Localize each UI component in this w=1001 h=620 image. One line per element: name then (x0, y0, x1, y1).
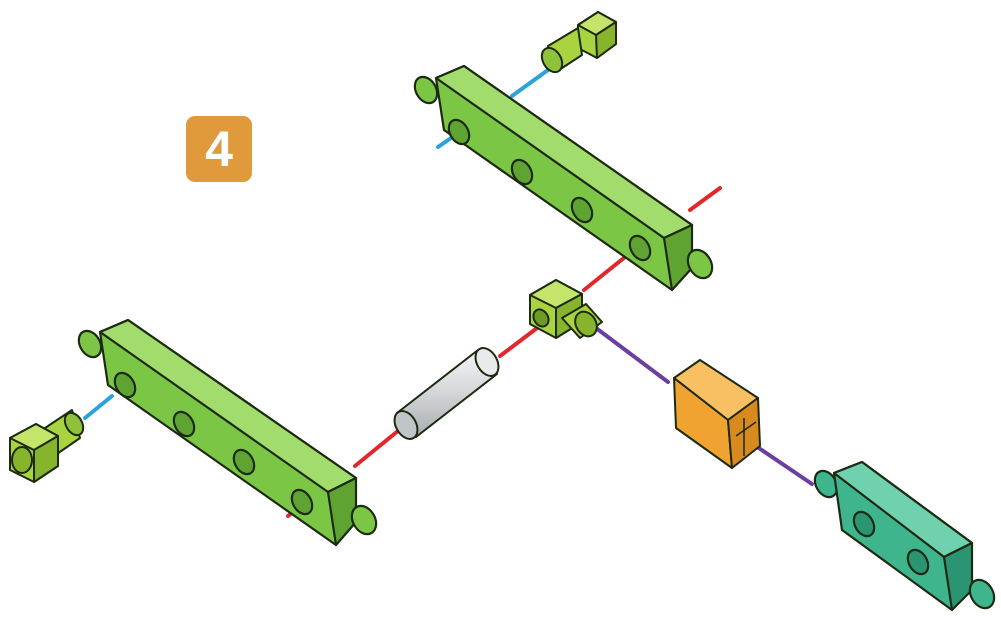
beam-teal (813, 460, 996, 612)
cube-peg-left (9, 409, 85, 483)
assembly-line-blue-left (83, 394, 114, 420)
cube-peg-top (540, 11, 617, 74)
beam-upper (413, 64, 714, 292)
orange-connector (673, 359, 761, 469)
step-number-badge: 4 (186, 116, 252, 182)
beam-lower (77, 318, 378, 547)
gray-rod (393, 347, 500, 440)
corner-connector (529, 279, 603, 339)
